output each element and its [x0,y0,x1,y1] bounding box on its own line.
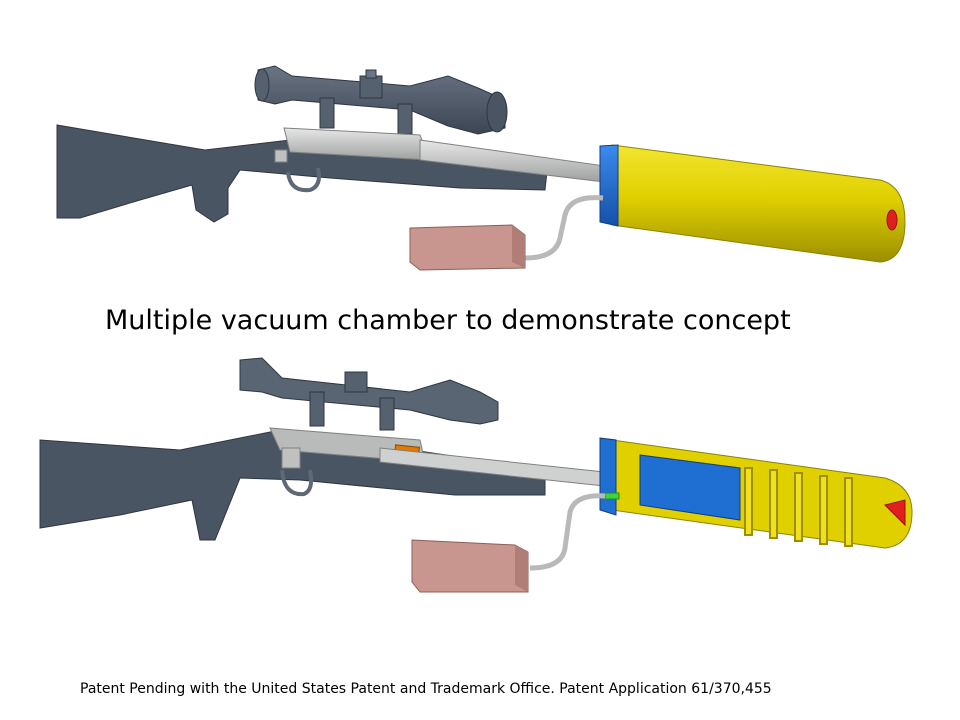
vacuum-hose [529,493,606,571]
nozzle-icon [884,499,906,527]
scope [239,357,499,431]
valve-icon [604,492,620,500]
patent-footer: Patent Pending with the United States Pa… [80,681,772,697]
suppressor [599,144,906,263]
suppressor-cutaway [599,437,913,549]
pump-box [411,539,529,593]
vacuum-hose [524,195,604,261]
scope [254,65,508,135]
pump-box [409,224,526,271]
trigger-guard [280,469,314,497]
trigger-guard [286,167,321,193]
slide-caption: Multiple vacuum chamber to demonstrate c… [105,305,791,336]
nozzle-icon [886,209,898,231]
